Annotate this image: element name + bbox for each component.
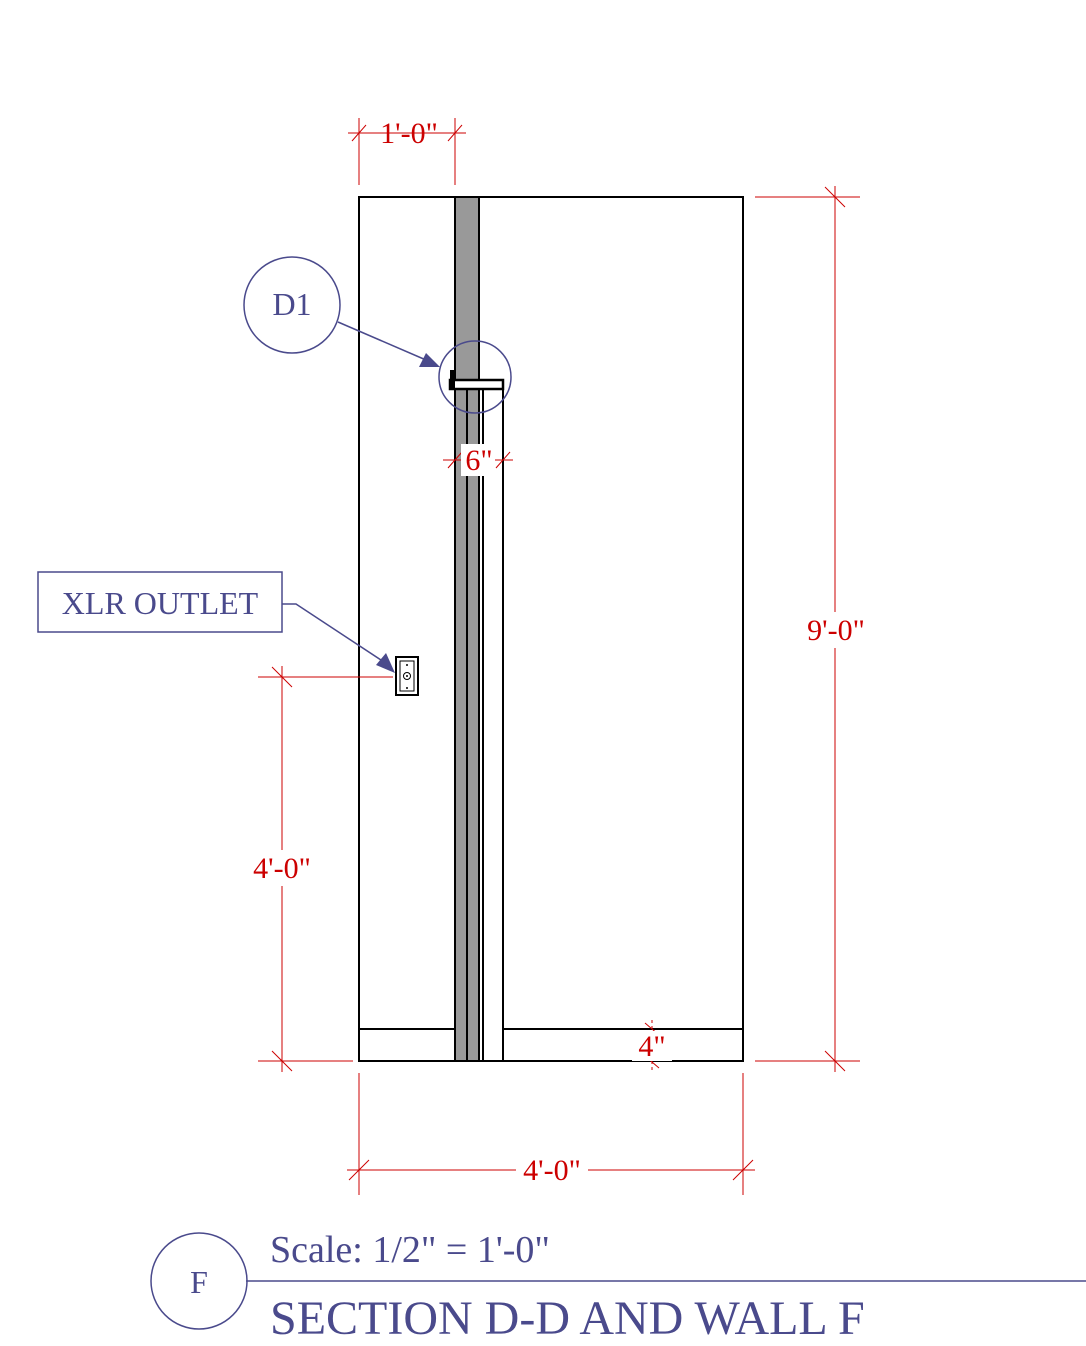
dim-width-tick-left xyxy=(348,1159,370,1181)
xlr-outlet xyxy=(395,656,419,696)
outlet-jack xyxy=(403,672,411,680)
dim-base-text-bg xyxy=(632,1031,672,1061)
outlet-screw-top xyxy=(406,664,408,666)
dim-outlet-text-bg xyxy=(244,850,320,886)
detail-bubble-text: D1 xyxy=(272,286,311,322)
dim-post-text: 6" xyxy=(465,444,492,477)
section-marker-text: F xyxy=(190,1264,208,1300)
cap-ledge-lip xyxy=(450,370,455,389)
dim-top-tick-right xyxy=(447,124,463,142)
dim-top-tick-left xyxy=(351,124,367,142)
dim-width-text: 4'-0" xyxy=(523,1154,581,1187)
outlet-screw-bottom xyxy=(406,687,408,689)
dim-outlet-text: 4'-0" xyxy=(253,852,311,885)
dim-outlet-tick-bottom xyxy=(271,1050,293,1072)
dim-post-text-bg xyxy=(461,444,495,476)
detail-leader xyxy=(337,321,427,361)
dim-height-tick-top xyxy=(824,186,846,208)
drawing-title: SECTION D-D AND WALL F xyxy=(270,1292,865,1345)
callouts: D1 XLR OUTLET xyxy=(37,256,440,673)
scale-text: Scale: 1/2" = 1'-0" xyxy=(270,1229,550,1271)
dim-height-tick-bottom xyxy=(824,1050,846,1072)
dim-outlet-tick-top xyxy=(271,666,293,688)
outlet-jack-dot xyxy=(406,675,408,677)
detail-bubble xyxy=(243,256,341,354)
inner-stud xyxy=(454,387,468,1062)
dim-width-tick-right xyxy=(732,1159,754,1181)
dim-post-tick-right xyxy=(495,451,511,469)
wall-elevation xyxy=(358,196,744,1062)
title-block: F Scale: 1/2" = 1'-0" SECTION D-D AND WA… xyxy=(150,1229,1086,1345)
outlet-leader xyxy=(282,603,385,663)
dim-base-text: 4" xyxy=(638,1030,665,1063)
dim-top-text: 1'-0" xyxy=(380,117,438,150)
dimension-labels: 1'-0" 6" 9'-0" 4'-0" 4" 4'-0" xyxy=(244,117,874,1187)
detail-circle xyxy=(438,340,512,414)
outlet-label-box xyxy=(37,571,283,633)
dim-height-text: 9'-0" xyxy=(807,614,865,647)
outlet-label-text: XLR OUTLET xyxy=(62,585,259,621)
post-assembly xyxy=(438,196,512,1062)
dim-post-tick-left xyxy=(447,451,463,469)
wall-outline xyxy=(358,196,744,1062)
outlet-arrowhead xyxy=(376,653,395,673)
detail-arrowhead xyxy=(419,353,440,367)
cap-ledge xyxy=(448,378,505,391)
dim-height-text-bg xyxy=(798,612,874,648)
